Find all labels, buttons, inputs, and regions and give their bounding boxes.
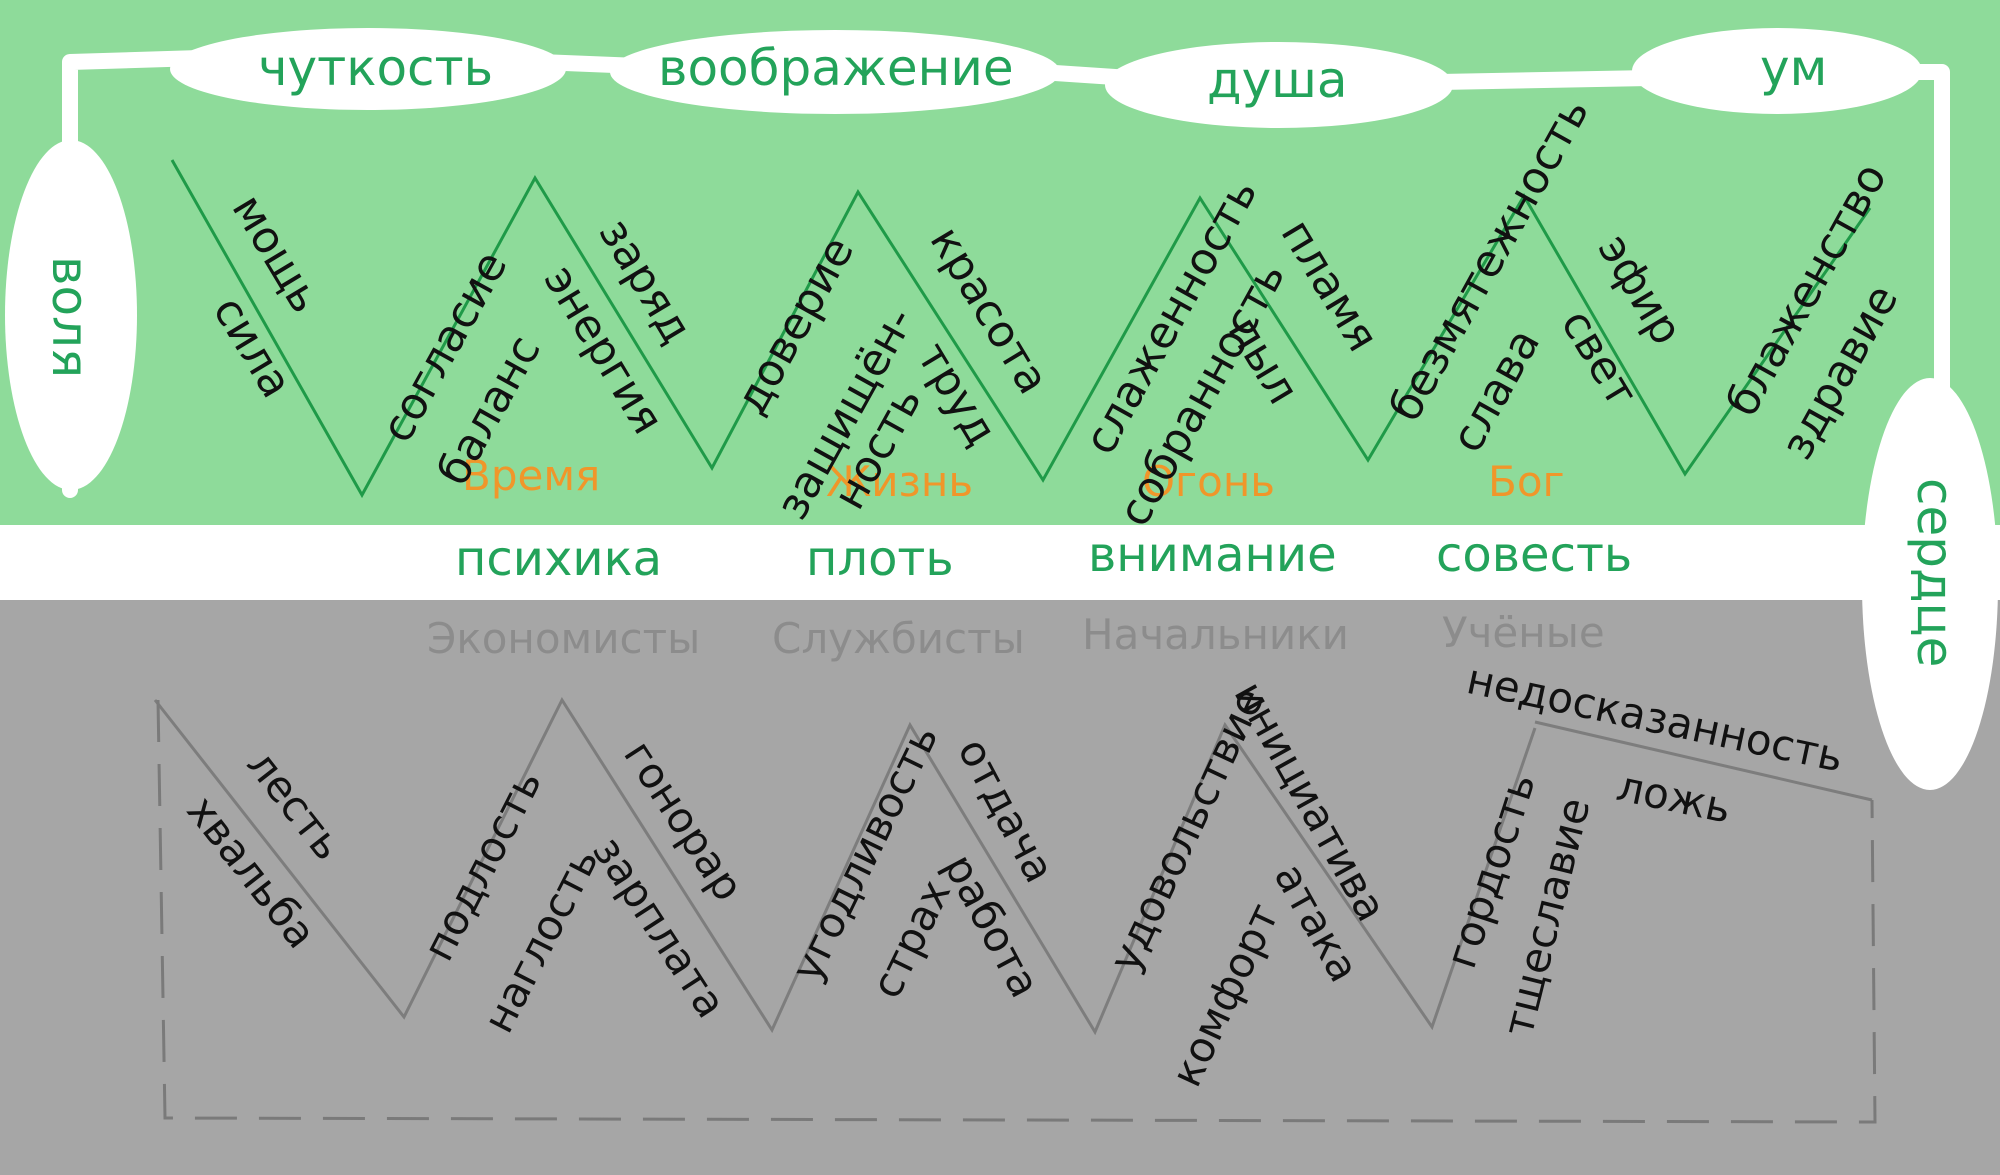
green-zigzag xyxy=(170,159,1872,499)
label-ekonomisty: Экономисты xyxy=(427,614,701,663)
label-vremya: Время xyxy=(462,451,601,500)
label-chutkost: чуткость xyxy=(258,39,494,97)
label-voobrazhenie: воображение xyxy=(658,39,1014,97)
oval-voobrazhenie xyxy=(610,30,1060,114)
label-sovest: совесть xyxy=(1436,527,1633,583)
frame-link-3 xyxy=(1432,70,1658,90)
frame-lines xyxy=(62,50,1950,498)
label-bog: Бог xyxy=(1488,457,1565,506)
label-serdtse: сердце xyxy=(1906,478,1964,668)
label-um: ум xyxy=(1760,39,1828,97)
oval-volya xyxy=(5,140,137,490)
frame-right xyxy=(1892,64,1950,418)
label-sluzhbisty: Службисты xyxy=(772,614,1025,663)
label-psikhika: психика xyxy=(455,531,662,587)
white-band xyxy=(0,525,2000,600)
oval-dusha xyxy=(1105,42,1453,128)
label-nachalniki: Начальники xyxy=(1082,610,1349,659)
label-zhizn: Жизнь xyxy=(826,457,974,506)
lower-zone xyxy=(0,600,2000,1175)
label-dusha: душа xyxy=(1207,51,1348,109)
label-vnimanie: внимание xyxy=(1088,527,1337,583)
label-plot: плоть xyxy=(806,531,954,587)
label-uchenye: Учёные xyxy=(1442,608,1605,657)
label-volya: воля xyxy=(41,256,99,379)
oval-serdtse xyxy=(1862,378,1998,790)
label-ogon: Огонь xyxy=(1142,457,1276,506)
oval-um xyxy=(1632,28,1922,114)
gray-zigzag xyxy=(153,696,1873,1036)
oval-chutkost xyxy=(170,28,566,110)
dashed-frame xyxy=(156,699,1877,1124)
